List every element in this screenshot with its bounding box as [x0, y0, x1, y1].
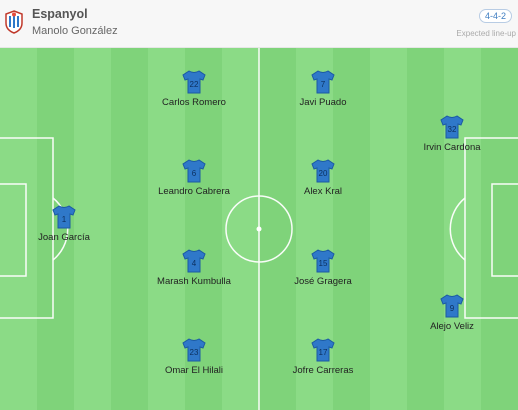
- player-defender[interactable]: 4 Marash Kumbulla: [134, 248, 254, 287]
- player-forward[interactable]: 9 Alejo Veliz: [392, 293, 512, 332]
- player-defender[interactable]: 23 Omar El Hilali: [134, 337, 254, 376]
- player-name: Alejo Veliz: [430, 321, 474, 332]
- player-midfielder[interactable]: 15 José Gragera: [263, 248, 383, 287]
- player-forward[interactable]: 32 Irvin Cardona: [392, 114, 512, 153]
- jersey-number: 20: [319, 169, 328, 178]
- team-name: Espanyol: [32, 7, 88, 21]
- football-pitch: 1 Joan García 22 Carlos Romero 6 Leandro…: [0, 48, 518, 410]
- player-midfielder[interactable]: 20 Alex Kral: [263, 158, 383, 197]
- player-name: Jofre Carreras: [292, 365, 354, 376]
- jersey-icon: 4: [182, 249, 206, 273]
- pitch-markings: [0, 48, 518, 410]
- jersey-number: 15: [319, 259, 328, 268]
- jersey-icon: 6: [182, 159, 206, 183]
- player-defender[interactable]: 22 Carlos Romero: [134, 69, 254, 108]
- player-midfielder[interactable]: 17 Jofre Carreras: [263, 337, 383, 376]
- player-name: Carlos Romero: [162, 97, 226, 108]
- player-name: Javi Puado: [299, 97, 347, 108]
- player-defender[interactable]: 6 Leandro Cabrera: [134, 158, 254, 197]
- jersey-number: 4: [192, 259, 197, 268]
- player-name: Omar El Hilali: [164, 365, 224, 376]
- jersey-icon: 17: [311, 338, 335, 362]
- jersey-number: 23: [190, 348, 199, 357]
- jersey-icon: 15: [311, 249, 335, 273]
- jersey-icon: 7: [311, 70, 335, 94]
- jersey-icon: 23: [182, 338, 206, 362]
- lineup-status: Expected line-up: [456, 29, 516, 38]
- player-midfielder[interactable]: 7 Javi Puado: [263, 69, 383, 108]
- jersey-icon: 1: [52, 205, 76, 229]
- player-goalkeeper[interactable]: 1 Joan García: [4, 204, 124, 243]
- jersey-icon: 32: [440, 115, 464, 139]
- jersey-icon: 22: [182, 70, 206, 94]
- formation-badge: 4-4-2: [478, 9, 512, 23]
- jersey-number: 17: [319, 348, 328, 357]
- coach-name: Manolo González: [32, 25, 118, 37]
- player-name: Leandro Cabrera: [158, 186, 230, 197]
- jersey-icon: 20: [311, 159, 335, 183]
- player-name: Joan García: [38, 232, 90, 243]
- jersey-number: 32: [448, 125, 457, 134]
- jersey-number: 6: [192, 169, 197, 178]
- jersey-number: 22: [190, 80, 199, 89]
- jersey-icon: 9: [440, 294, 464, 318]
- jersey-number: 7: [321, 80, 326, 89]
- player-name: Alex Kral: [303, 186, 342, 197]
- player-name: Marash Kumbulla: [157, 276, 231, 287]
- team-header: Espanyol Manolo González 4-4-2 Expected …: [0, 0, 518, 48]
- player-name: José Gragera: [294, 276, 352, 287]
- jersey-number: 1: [62, 215, 67, 224]
- player-name: Irvin Cardona: [423, 142, 481, 153]
- jersey-number: 9: [450, 304, 455, 313]
- espanyol-crest-icon: [5, 10, 23, 34]
